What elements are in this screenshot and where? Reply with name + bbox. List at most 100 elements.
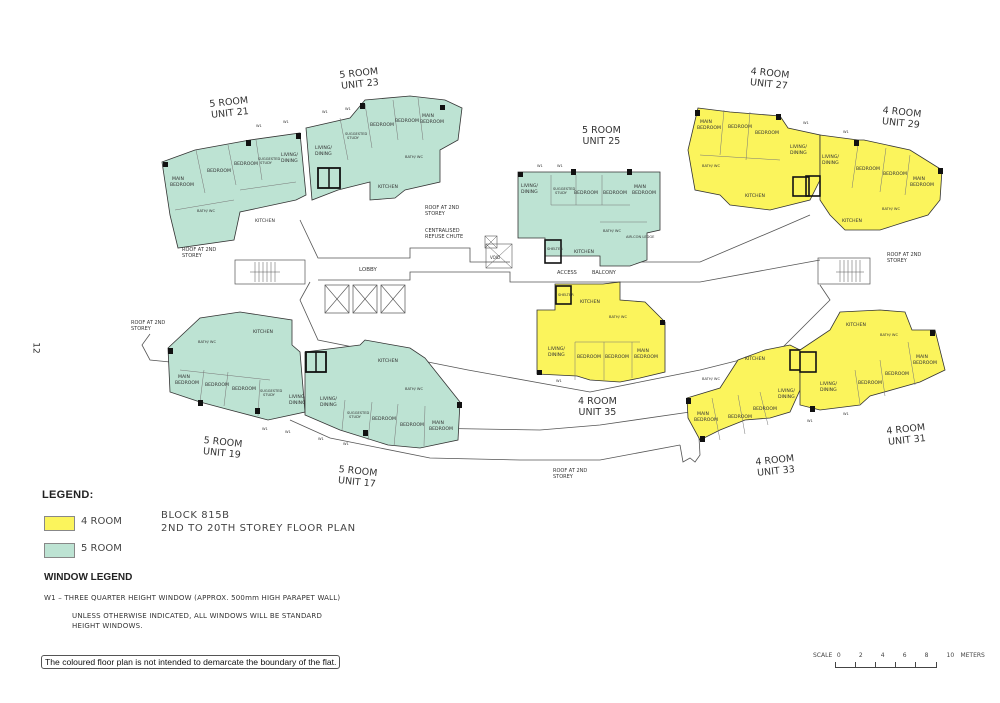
svg-text:BEDROOM: BEDROOM [234,161,258,167]
svg-text:KITCHEN: KITCHEN [842,218,862,224]
unit-23-label: 5 ROOM UNIT 23 [339,66,380,92]
svg-text:DINING: DINING [778,394,795,400]
window-legend-w1: W1 – THREE QUARTER HEIGHT WINDOW (APPROX… [44,594,341,602]
svg-text:STUDY: STUDY [349,415,362,419]
svg-text:KITCHEN: KITCHEN [745,356,765,362]
scale-unit: METERS [960,652,985,659]
scale-label: SCALE [813,652,833,659]
svg-text:W1: W1 [343,442,349,446]
svg-text:KITCHEN: KITCHEN [580,299,600,305]
svg-text:BEDROOM: BEDROOM [697,125,721,131]
svg-text:BEDROOM: BEDROOM [632,190,656,196]
unit-35-plan: LIVING/DINING BEDROOM BEDROOM MAINBEDROO… [536,281,666,383]
svg-text:W1: W1 [345,107,351,111]
unit-31-plan: LIVING/DINING BEDROOM BEDROOM MAINBEDROO… [799,309,946,423]
svg-text:BEDROOM: BEDROOM [694,417,718,423]
svg-text:BEDROOM: BEDROOM [885,371,909,377]
svg-text:BEDROOM: BEDROOM [728,414,752,420]
svg-text:BEDROOM: BEDROOM [910,182,934,188]
svg-text:BEDROOM: BEDROOM [175,380,199,386]
svg-text:BEDROOM: BEDROOM [429,426,453,432]
svg-text:BEDROOM: BEDROOM [372,416,396,422]
svg-text:MAIN: MAIN [172,176,184,182]
legend-swatch-5-room [44,543,75,558]
svg-text:W1: W1 [256,124,262,128]
roof-2nd-label-bottom: ROOF AT 2ND STOREY [553,468,588,480]
svg-text:BATH/ WC: BATH/ WC [198,340,216,344]
svg-text:W1: W1 [807,419,813,423]
svg-text:W1: W1 [557,164,563,168]
unit-17-label: 5 ROOM UNIT 17 [337,464,377,490]
svg-text:BATH/ WC: BATH/ WC [603,229,621,233]
svg-text:SUGGESTED: SUGGESTED [258,157,280,161]
svg-text:BATH/ WC: BATH/ WC [405,155,423,159]
svg-text:LIVING/: LIVING/ [790,144,807,150]
svg-text:DINING: DINING [548,352,565,358]
svg-text:BATH/ WC: BATH/ WC [702,164,720,168]
scale-tick: 4 [880,652,885,659]
legend-title: LEGEND: [42,489,94,501]
svg-text:BEDROOM: BEDROOM [577,354,601,360]
scale-tick: 10 [946,652,955,659]
svg-text:DINING: DINING [521,189,538,195]
unit-35-label: 4 ROOM UNIT 35 [578,396,617,418]
svg-text:BEDROOM: BEDROOM [420,119,444,125]
unit-27-label: 4 ROOM UNIT 27 [749,66,789,92]
scale-ruler [835,662,937,668]
balcony-label: BALCONY [592,270,616,276]
svg-text:W1: W1 [322,110,328,114]
svg-text:SUGGESTED: SUGGESTED [260,389,282,393]
svg-text:BATH/ WC: BATH/ WC [197,209,215,213]
roof-2nd-label-center: ROOF AT 2ND STOREY [425,205,460,217]
svg-text:BEDROOM: BEDROOM [913,360,937,366]
svg-text:LIVING/: LIVING/ [521,183,538,189]
svg-text:BATH/ WC: BATH/ WC [702,377,720,381]
svg-text:BEDROOM: BEDROOM [400,422,424,428]
svg-text:DINING: DINING [820,387,837,393]
roof-2nd-label-left-upper: ROOF AT 2ND STOREY [182,247,217,259]
scale-bar: SCALE 0 2 4 6 8 10 METERS [813,652,985,668]
unit-31-label: 4 ROOM UNIT 31 [886,422,927,448]
svg-text:BEDROOM: BEDROOM [370,122,394,128]
svg-text:STUDY: STUDY [347,136,360,140]
legend-label-4-room: 4 ROOM [81,516,122,527]
svg-text:BEDROOM: BEDROOM [634,354,658,360]
svg-text:KITCHEN: KITCHEN [745,193,765,199]
unit-25-label: 5 ROOM UNIT 25 [582,125,621,147]
svg-text:SUGGESTED: SUGGESTED [345,132,367,136]
svg-text:BEDROOM: BEDROOM [205,382,229,388]
svg-text:BEDROOM: BEDROOM [170,182,194,188]
svg-text:BEDROOM: BEDROOM [207,168,231,174]
svg-text:LIVING/: LIVING/ [820,381,837,387]
unit-29-label: 4 ROOM UNIT 29 [881,105,921,131]
svg-text:MAIN: MAIN [432,420,444,426]
disclaimer-note: The coloured floor plan is not intended … [41,655,341,669]
unit-33-label: 4 ROOM UNIT 33 [755,453,796,479]
svg-text:KITCHEN: KITCHEN [846,322,866,328]
svg-text:BEDROOM: BEDROOM [603,190,627,196]
svg-text:LIVING/: LIVING/ [548,346,565,352]
unit-type: 4 ROOM [578,396,617,407]
unit-29-plan: LIVING/DINING BEDROOM BEDROOM MAINBEDROO… [803,121,943,231]
legend-swatch-4-room [44,516,75,531]
svg-text:MAIN: MAIN [913,176,925,182]
svg-text:LIVING/: LIVING/ [320,396,337,402]
svg-text:BEDROOM: BEDROOM [395,118,419,124]
svg-text:AIR-CON LEDGE: AIR-CON LEDGE [626,235,655,239]
access-label: ACCESS [557,270,577,276]
svg-text:W1: W1 [285,430,291,434]
unit-number: UNIT 35 [578,407,617,418]
svg-text:BEDROOM: BEDROOM [883,171,907,177]
unit-type: 5 ROOM [582,125,621,136]
svg-text:W1: W1 [283,120,289,124]
svg-text:BATH/ WC: BATH/ WC [880,333,898,337]
svg-text:DINING: DINING [315,151,332,157]
unit-number: UNIT 25 [582,136,621,147]
svg-text:BEDROOM: BEDROOM [753,406,777,412]
svg-text:DINING: DINING [320,402,337,408]
